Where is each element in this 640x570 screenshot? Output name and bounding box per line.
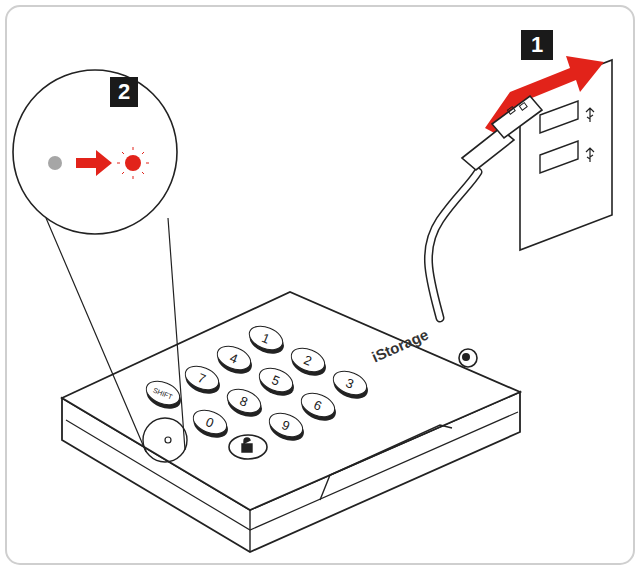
brand-logo [459,349,477,367]
key-label: 4 [228,351,240,366]
key-label: 0 [204,415,216,430]
plug-hole [507,107,515,115]
zoom-line [46,218,185,452]
led [165,437,171,443]
plug-hole [519,103,527,111]
cable-slot [320,425,452,500]
lock-key [229,435,267,459]
brand-logo [462,353,470,361]
keypad-key: 2 [287,343,329,377]
key-label: 9 [280,418,292,433]
keypad-key: 0 [189,405,231,439]
key-label: 6 [312,398,324,413]
led-highlight [143,418,187,462]
keypad-key: 1 [245,321,287,355]
lock-icon [242,438,252,452]
callout-number: 2 [110,77,138,107]
zoom-circle [13,70,177,234]
brand-label: iStorage [370,326,431,364]
led-off [48,156,62,170]
cable [428,172,478,318]
callout-text: 1 [531,34,543,56]
led-glow [117,147,149,179]
callout-text: 2 [118,81,130,103]
keypad-key: 6 [297,388,339,422]
key-label: 7 [196,371,208,386]
keypad-key: 3 [329,366,371,400]
keypad-key: 4 [213,341,255,375]
key-label: 8 [238,394,250,409]
led-on [125,155,141,171]
key-label: 3 [344,376,356,391]
cable [428,172,478,318]
frame [6,6,634,564]
keypad-key: 8 [223,384,265,418]
state-arrow [76,150,112,176]
keypad-key: SHIFT [142,376,184,410]
usb-plug-tip [492,96,542,138]
usb-port [540,141,578,173]
keypad-key: 9 [265,408,307,442]
key-label: SHIFT [152,386,173,400]
usb-port [540,101,578,133]
usb-symbol [586,108,594,122]
device-top [62,292,520,510]
keypad-key: 5 [255,363,297,397]
callout-number: 1 [521,30,553,60]
keypad-key: 7 [181,361,223,395]
key-label: 5 [270,373,282,388]
device-edge [249,510,250,552]
usb-symbol [586,148,594,162]
key-label: 1 [260,331,272,346]
key-label: 2 [302,353,314,368]
